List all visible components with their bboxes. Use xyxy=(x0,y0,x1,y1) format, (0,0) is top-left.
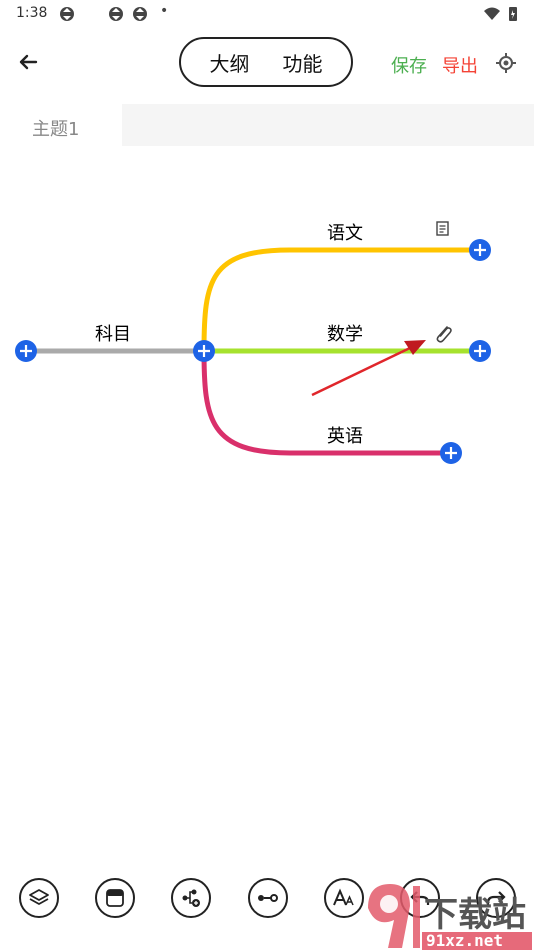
add-node-button[interactable] xyxy=(440,442,462,464)
branch-connector-chinese xyxy=(201,247,480,352)
node-label-english[interactable]: 英语 xyxy=(327,426,363,447)
connect-icon xyxy=(258,894,278,902)
note-icon[interactable] xyxy=(436,221,449,236)
node-label-math[interactable]: 数学 xyxy=(327,324,363,345)
connect-button[interactable] xyxy=(248,878,288,918)
mode-switch: 大纲 功能 xyxy=(179,37,353,87)
redo-icon xyxy=(486,891,506,905)
text-style-icon xyxy=(333,888,354,906)
add-node-button[interactable] xyxy=(469,340,491,362)
mindmap-canvas[interactable]: 科目 语文 数学 英语 xyxy=(0,146,534,846)
wifi-icon xyxy=(484,7,500,20)
watermark-logo: 下载站 91xz.net xyxy=(368,884,532,950)
branch-connector-english xyxy=(201,350,451,456)
status-bar: 1:38 • xyxy=(0,0,534,28)
add-node-button[interactable] xyxy=(15,340,37,362)
back-arrow-icon[interactable] xyxy=(14,48,42,76)
battery-icon xyxy=(509,7,517,21)
locate-icon[interactable] xyxy=(495,52,517,74)
window-icon xyxy=(106,889,124,907)
paperclip-icon[interactable] xyxy=(436,326,452,343)
watermark-url: 91xz.net xyxy=(426,931,503,950)
redo-button[interactable] xyxy=(476,878,516,918)
watermark-text: 下载站 xyxy=(424,895,526,935)
node-label-root[interactable]: 科目 xyxy=(95,324,131,345)
layers-button[interactable] xyxy=(19,878,59,918)
sync-icon xyxy=(109,7,123,21)
save-button[interactable]: 保存 xyxy=(391,56,427,77)
tab-outline[interactable]: 大纲 xyxy=(209,51,250,76)
notification-dot: • xyxy=(160,3,169,19)
status-time: 1:38 xyxy=(16,5,48,21)
add-subnode-button[interactable] xyxy=(171,878,211,918)
sheet-tab[interactable]: 主题1 xyxy=(0,104,122,146)
node-label-chinese[interactable]: 语文 xyxy=(327,223,363,244)
add-node-button[interactable] xyxy=(193,340,215,362)
add-subnode-icon xyxy=(182,889,200,907)
text-style-button[interactable] xyxy=(324,878,364,918)
annotation-arrow xyxy=(311,340,426,397)
add-node-button[interactable] xyxy=(469,239,491,261)
sync-icon xyxy=(133,7,147,21)
window-button[interactable] xyxy=(95,878,135,918)
layers-icon xyxy=(29,889,49,905)
export-button[interactable]: 导出 xyxy=(442,56,478,77)
tab-function[interactable]: 功能 xyxy=(282,51,323,76)
sync-icon xyxy=(60,7,74,21)
